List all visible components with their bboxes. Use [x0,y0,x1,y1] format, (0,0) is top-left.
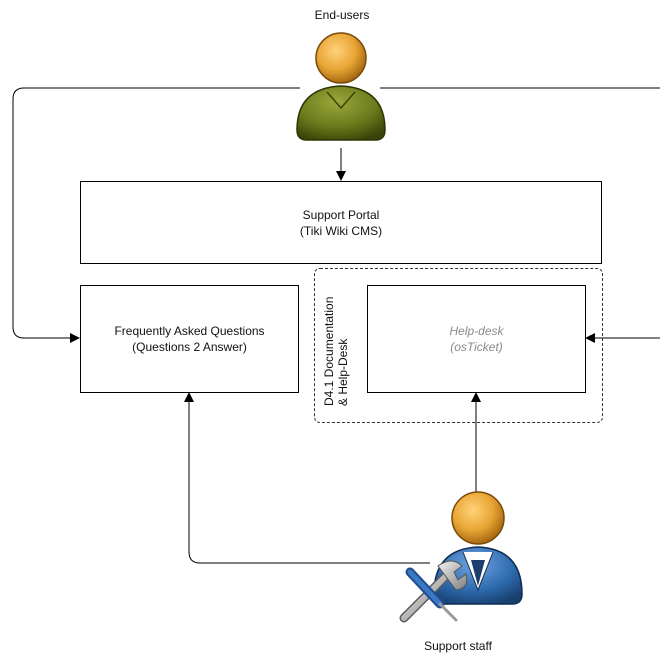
faq-box: Frequently Asked Questions (Questions 2 … [80,285,299,393]
support-portal-subtitle: (Tiki Wiki CMS) [299,223,383,238]
tools-icon [399,560,468,623]
end-users-label: End-users [314,8,370,22]
support-portal-title: Support Portal [302,207,380,222]
helpdesk-subtitle: (osTicket) [450,340,503,354]
support-staff-icon [433,491,523,605]
support-portal-box: Support Portal (Tiki Wiki CMS) [80,181,602,264]
faq-subtitle: (Questions 2 Answer) [132,340,247,354]
group-label: D4.1 Documentation & Help-Desk [322,297,350,406]
helpdesk-box: Help-desk (osTicket) [367,285,586,393]
connector-staff-to-faq [184,392,430,564]
end-user-icon [296,32,386,141]
connector-enduser-to-faq [12,87,300,343]
support-staff-label: Support staff [424,639,492,653]
group-label-line2: & Help-Desk [336,338,350,406]
group-documentation-helpdesk [314,268,603,423]
helpdesk-title: Help-desk [449,324,504,338]
faq-title: Frequently Asked Questions [114,324,265,338]
group-label-line1: D4.1 Documentation [322,296,336,406]
